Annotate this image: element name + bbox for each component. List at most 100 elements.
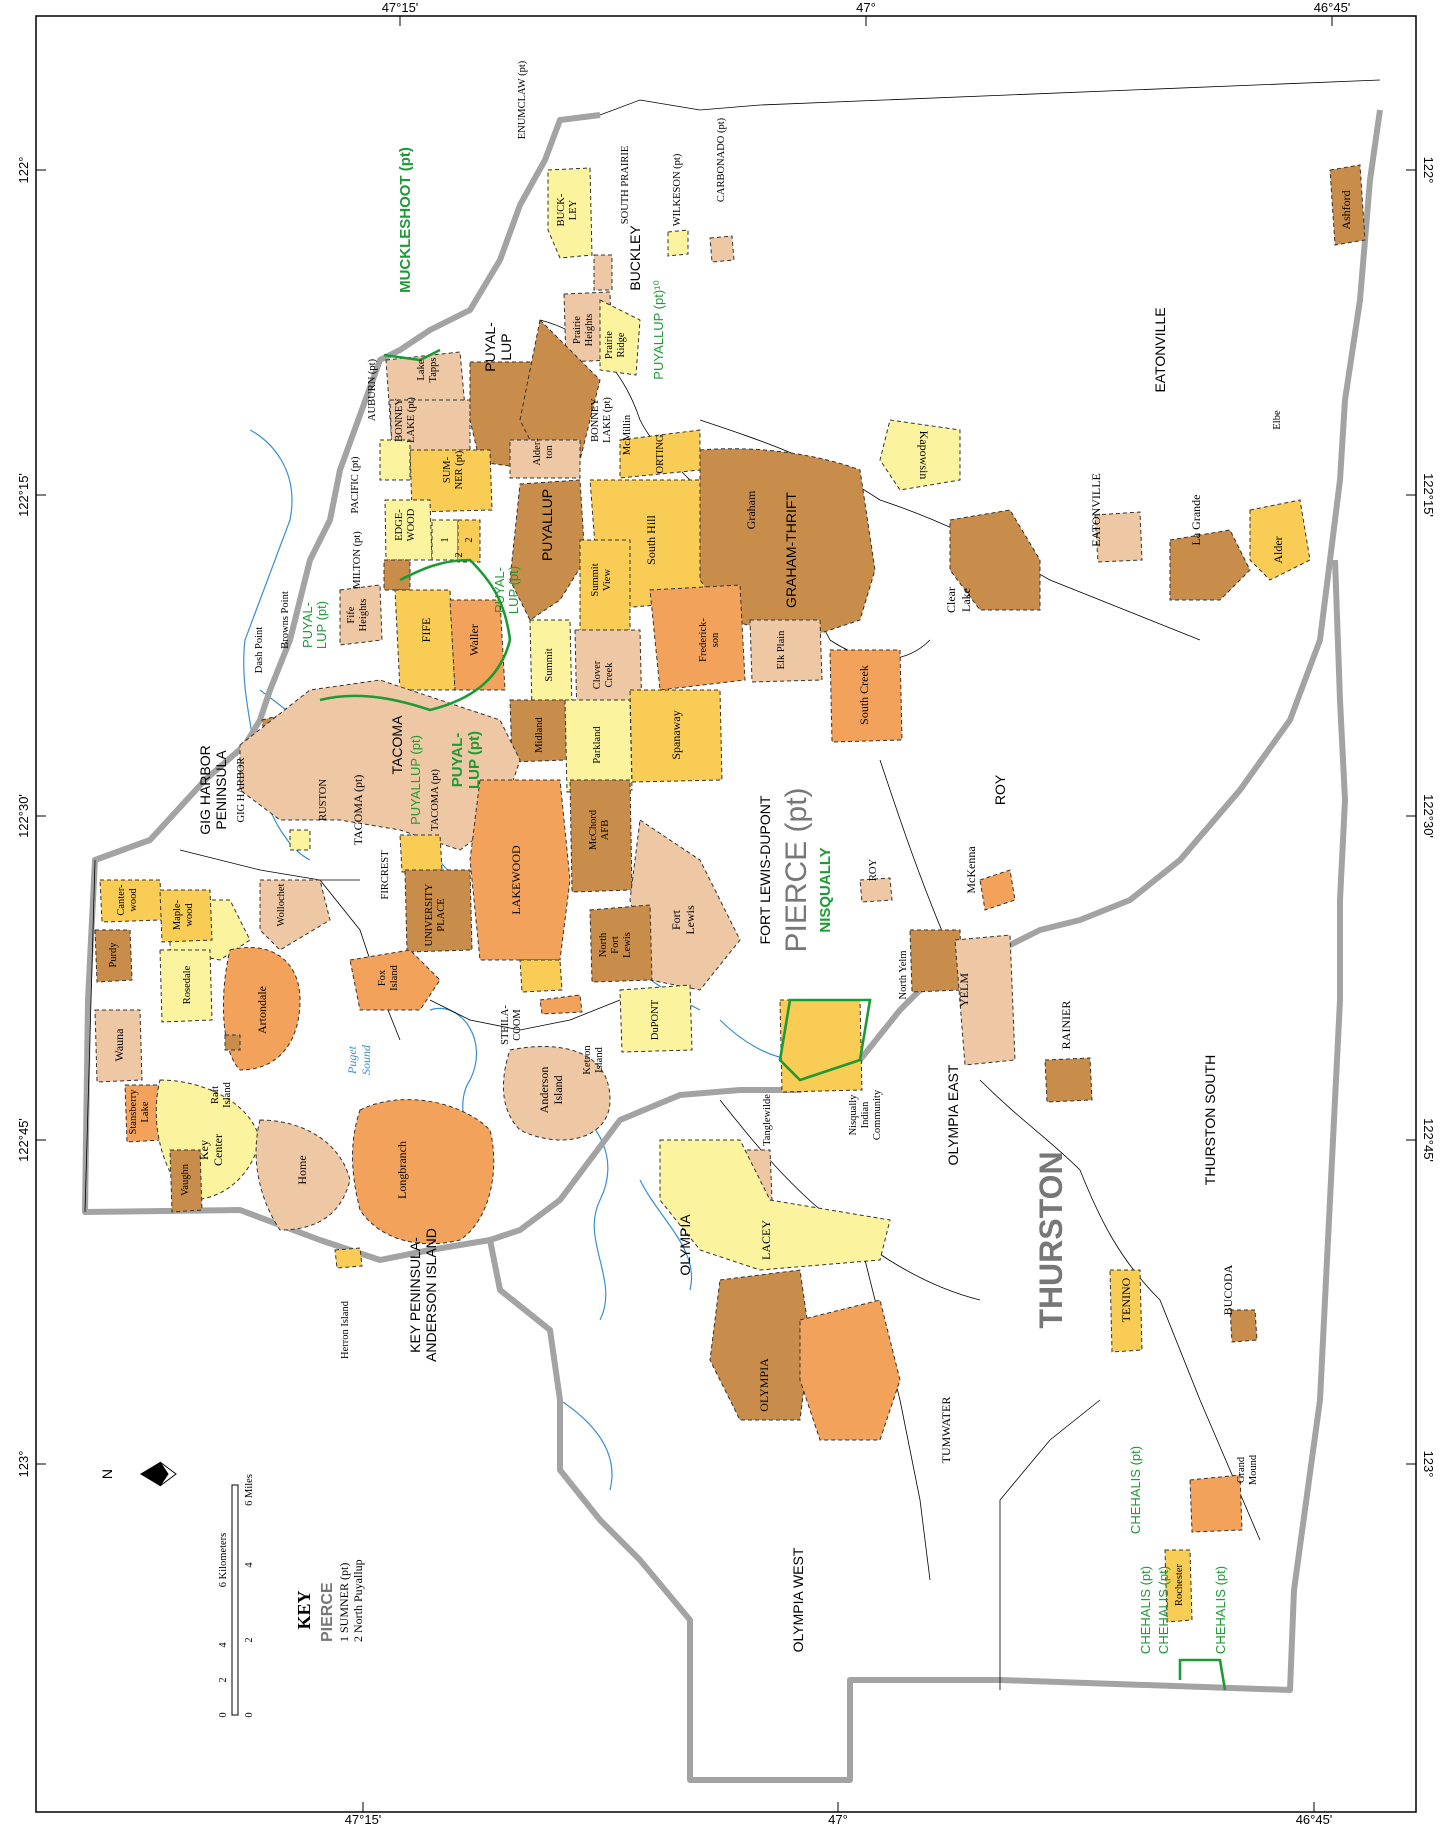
ccd-roy-label: ROY — [992, 774, 1008, 805]
place-maplewood — [159, 889, 213, 943]
place-kapowsin — [879, 419, 961, 491]
place-grand-mound — [1189, 1474, 1243, 1533]
label-north-fort-lewis-3: Lewis — [622, 932, 633, 958]
ccd-labels: FORT LEWIS-DUPONT GIG HARBOR PENINSULA K… — [197, 225, 1218, 1653]
key-title: KEY — [294, 1590, 314, 1629]
label-mckenna: McKenna — [964, 846, 978, 894]
ccd-buckley-label: BUCKLEY — [627, 225, 643, 291]
place-clear-lake — [949, 509, 1041, 611]
label-kapowsin: Kapowsin — [917, 431, 931, 480]
label-fort-lewis-2: Lewis — [683, 905, 697, 935]
ccd-puyallup-label: PUYALLUP — [539, 489, 555, 561]
right-tick-label: 122°45' — [1421, 1118, 1436, 1162]
place-fort-lewis — [629, 819, 741, 991]
tribal-chehalis-label: CHEHALIS (pt) — [1156, 1566, 1171, 1654]
key-legend: KEY PIERCE 1 SUMNER (pt) 2 North Puyallu… — [294, 1559, 365, 1642]
scale-mi-tick: 2 — [244, 1637, 255, 1642]
place-rosedale — [159, 949, 213, 1023]
label-browns-point: Browns Point — [280, 591, 291, 649]
label-pacific: PACIFIC (pt) — [350, 456, 361, 514]
scale-bar: 0 2 4 6 Kilometers 0 2 4 6 Miles — [218, 1474, 255, 1718]
key-county: PIERCE — [319, 1582, 336, 1642]
place-frederickson — [649, 584, 746, 691]
label-raft-island-2: Island — [222, 1081, 233, 1107]
tribal-puyallup-pt-tacoma-label: PUYALLUP (pt) — [408, 735, 423, 825]
label-university-place: UNIVERSITY — [424, 883, 435, 946]
place-purdy — [94, 929, 133, 983]
left-tick-label: 122°45' — [16, 1118, 31, 1162]
place-artondale — [222, 946, 301, 1071]
tribal-nisqually-boundary — [778, 998, 872, 1082]
label-graham: Graham — [744, 490, 758, 529]
place-dupont — [619, 984, 693, 1053]
left-tick-label: 122°30' — [16, 794, 31, 838]
bottom-tick-label: 46°45' — [1296, 1812, 1333, 1827]
ccd-olympia-west-label: OLYMPIA WEST — [790, 1547, 806, 1652]
label-ashford: Ashford — [1339, 190, 1353, 229]
label-clover-creek: Clover — [592, 660, 603, 689]
label-prairie-ridge: Prairie — [604, 331, 615, 359]
label-alder: Alder — [1271, 536, 1285, 563]
label-wauna: Wauna — [112, 1028, 126, 1062]
place-north-yelm — [909, 929, 963, 993]
label-wilkeson: WILKESON (pt) — [672, 153, 683, 226]
tribal-nisqually-label: NISQUALLY — [817, 847, 834, 932]
right-tick-label: 123° — [1421, 1451, 1436, 1478]
label-roy-city: ROY — [868, 858, 879, 881]
scale-km-tick: 0 — [218, 1712, 229, 1717]
scale-km-tick: 6 Kilometers — [218, 1533, 229, 1588]
tribal-chehalis-label: CHEHALIS (pt) — [1128, 1446, 1143, 1534]
tribal-puyallup-boundary — [319, 558, 512, 712]
label-parkland: Parkland — [592, 726, 603, 764]
place-lacey — [659, 1139, 891, 1271]
place-fife-heights — [339, 584, 383, 646]
label-anderson: Anderson — [537, 1067, 551, 1114]
label-canterwood-2: wood — [128, 888, 139, 912]
tribal-puyallup-small-2-label: PUYAL- — [492, 567, 507, 613]
label-stansberry-2: Lake — [140, 1101, 151, 1122]
key-number-2b: 2 — [454, 552, 465, 557]
ccd-olympia-east-label: OLYMPIA EAST — [945, 1064, 961, 1165]
key-number-2: 2 — [464, 537, 475, 542]
ccd-peninsula-label: PENINSULA — [213, 750, 229, 830]
place-anderson-island — [502, 1046, 611, 1141]
label-mcchord-2: AFB — [600, 820, 611, 840]
label-carbonado: CARBONADO (pt) — [716, 117, 727, 202]
label-bucoda: BUCODA — [1221, 1264, 1235, 1315]
county-boundary-pierce — [82, 109, 1383, 1263]
label-nisqually-community-2: Indian — [860, 1101, 871, 1129]
tribal-muckleshoot-label: MUCKLESHOOT (pt) — [397, 147, 414, 293]
place-prairie-ridge — [599, 299, 641, 376]
place-north-puyallup-2 — [457, 519, 481, 563]
tribal-puyallup-pt-buckley-label: PUYALLUP (pt)¹⁰ — [651, 280, 666, 379]
label-south-hill: South Hill — [644, 515, 658, 565]
right-tick-label: 122°15' — [1421, 473, 1436, 517]
label-fife: FIFE — [419, 618, 433, 643]
label-vaughn: Vaughn — [180, 1163, 191, 1196]
label-fife-heights-2: Heights — [358, 599, 369, 632]
place-summit — [529, 619, 573, 713]
bottom-tick-label: 47° — [828, 1812, 848, 1827]
ccd-key-peninsula-label: KEY PENINSULA- — [407, 1237, 423, 1353]
label-grand-mound: Grand — [1236, 1456, 1247, 1483]
label-home: Home — [295, 1155, 309, 1184]
map-frame — [35, 15, 1417, 1813]
label-grand-mound-2: Mound — [1248, 1454, 1259, 1485]
water-inlets — [429, 1007, 693, 1491]
label-elk-plain: Elk Plain — [776, 630, 787, 670]
place-wollochet — [259, 879, 331, 951]
place-tumwater — [799, 1299, 901, 1441]
label-bonney-lake-2b: LAKE (pt) — [602, 397, 613, 443]
label-canterwood: Canter- — [116, 884, 127, 916]
place-raft-island — [224, 1034, 241, 1051]
place-eatonville-town — [1094, 511, 1143, 563]
place-wilkeson — [667, 229, 689, 257]
ccd-thurston-south-label: THURSTON SOUTH — [1202, 1055, 1218, 1185]
label-midland: Midland — [534, 716, 545, 752]
place-alder — [1249, 499, 1311, 581]
label-buckley: BUCK- — [556, 193, 567, 226]
place-fox-island — [349, 949, 441, 1011]
label-lacey: LACEY — [759, 1220, 773, 1260]
place-wauna — [94, 1009, 143, 1083]
label-summit-view-2: View — [602, 569, 613, 592]
